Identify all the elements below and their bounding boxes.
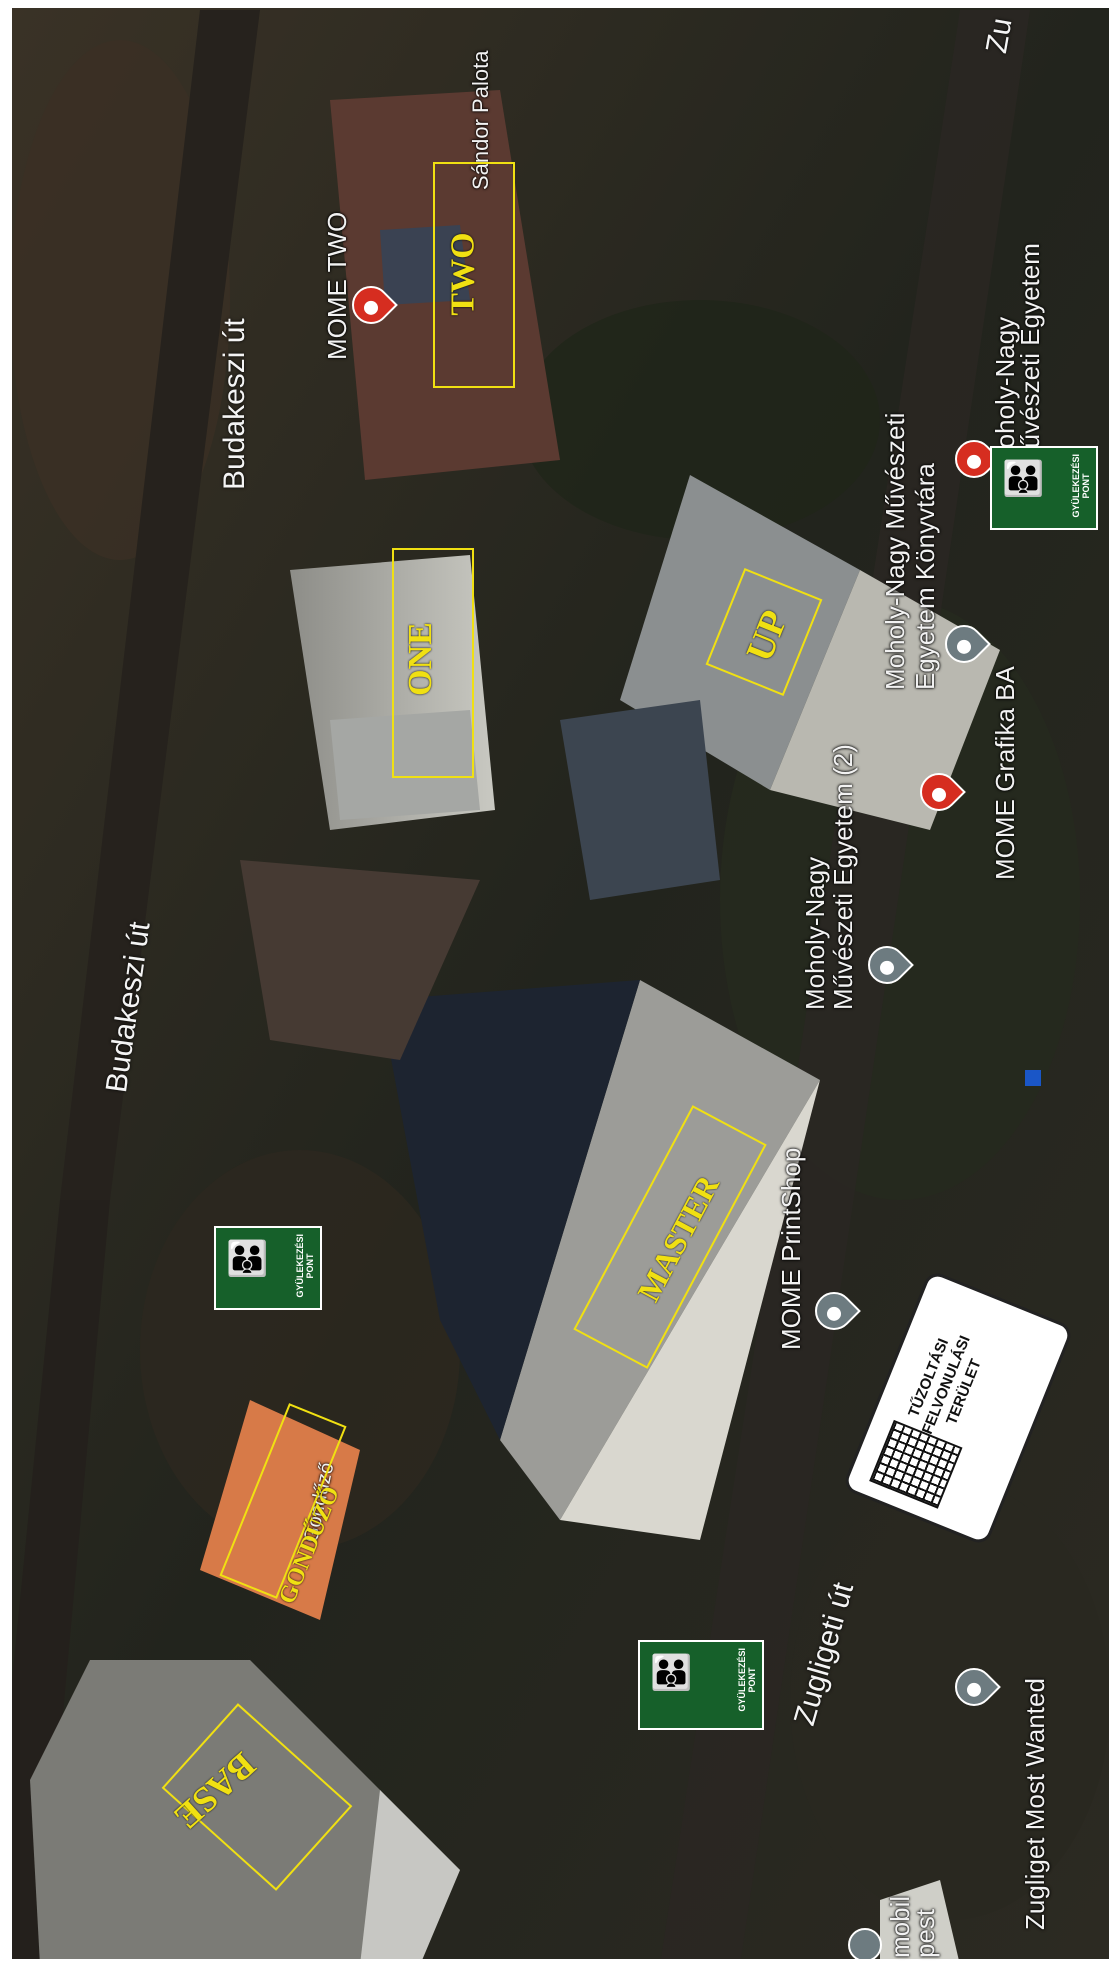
building-name-two: TWO — [444, 232, 482, 316]
road-label-zu: Zu — [980, 15, 1019, 56]
building-box-two — [433, 162, 515, 388]
place-label-mome-two: MOME TWO — [322, 211, 352, 360]
place-label-mobil-b: pest — [910, 1908, 940, 1958]
place-label-konyvtar-2: Egyetem Könyvtára — [910, 463, 940, 690]
assembly-point-icon: 👪 — [650, 1654, 693, 1692]
map-pin-icon — [848, 1928, 882, 1962]
building-name-one: ONE — [401, 622, 439, 696]
assembly-point-icon: 👪 — [226, 1240, 269, 1278]
place-label-konyvtar-1: Moholy-Nagy Művészeti — [880, 412, 910, 690]
assembly-point-icon: 👪 — [1002, 460, 1045, 498]
place-label-zugliget-most-wanted: Zugliget Most Wanted — [1020, 1678, 1050, 1930]
place-label-moholy-2a: Moholy-Nagy — [800, 856, 830, 1010]
building-box-one — [392, 548, 474, 778]
place-label-printshop: MOME PrintShop — [776, 1147, 806, 1350]
place-label-grafika: MOME Grafika BA — [990, 666, 1020, 880]
bus-stop-icon — [1025, 1070, 1041, 1086]
road-label-budakeszi-1: Budakeszi út — [218, 318, 251, 490]
place-label-moholy-1b: Művészeti Egyetem — [1015, 243, 1045, 470]
place-label-moholy-2b: Művészeti Egyetem (2) — [828, 744, 858, 1010]
